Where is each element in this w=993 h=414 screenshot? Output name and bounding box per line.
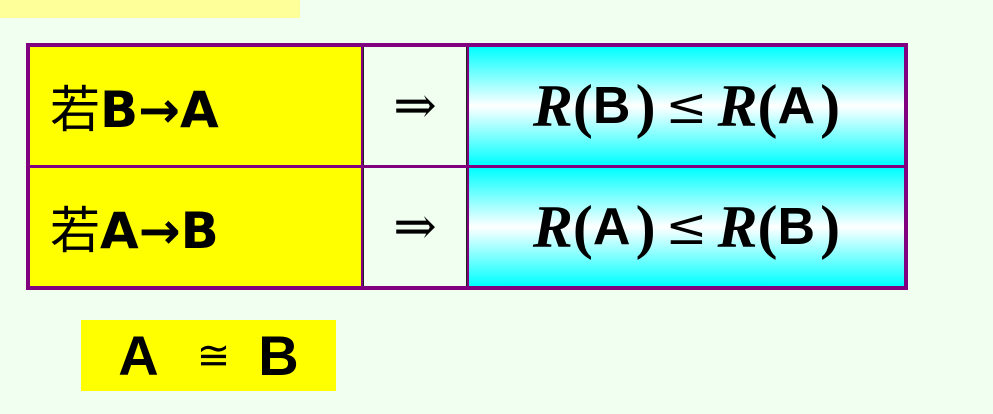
implies-symbol: ⇒	[393, 76, 437, 136]
condition-cell-row-1: 若B→A	[30, 47, 361, 165]
relation-symbol: ≤	[665, 77, 708, 135]
conclusion-left-var: A	[118, 324, 159, 387]
implies-cell-row-1: ⇒	[363, 47, 467, 165]
top-highlight-strip	[0, 0, 300, 18]
condition-to: A	[180, 81, 219, 139]
close-paren: )	[820, 193, 841, 260]
condition-text-row-2: 若A→B	[50, 191, 219, 263]
result-left-var: A	[592, 198, 631, 256]
result-cell-row-2: R(A )≤R(B )	[469, 168, 904, 286]
result-cell-row-1: R(B )≤R(A )	[469, 47, 904, 165]
condition-text-row-1: 若B→A	[50, 70, 219, 142]
condition-cell-row-2: 若A→B	[30, 168, 361, 286]
implies-cell-row-2: ⇒	[363, 168, 467, 286]
close-paren: )	[635, 193, 656, 260]
result-left-var: B	[592, 77, 631, 135]
implication-table: 若B→A ⇒ R(B )≤R(A ) 若A→B ⇒ R(A )≤R(B )	[26, 43, 908, 290]
condition-prefix: 若	[50, 81, 100, 139]
condition-to: B	[180, 202, 219, 260]
open-paren: (	[572, 193, 593, 260]
open-paren: (	[572, 72, 593, 139]
rank-function: R	[717, 72, 758, 139]
condition-arrow: →	[138, 202, 181, 260]
rank-function: R	[717, 193, 758, 260]
result-right-var: A	[777, 77, 816, 135]
open-paren: (	[757, 193, 778, 260]
isomorphic-symbol: ≅	[196, 332, 231, 379]
close-paren: )	[635, 72, 656, 139]
close-paren: )	[820, 72, 841, 139]
result-right-var: B	[777, 198, 816, 256]
rank-function: R	[532, 72, 573, 139]
conclusion-right-var: B	[258, 324, 299, 387]
open-paren: (	[757, 72, 778, 139]
rank-function: R	[532, 193, 573, 260]
condition-from: B	[100, 81, 139, 139]
implies-symbol: ⇒	[393, 197, 437, 257]
condition-prefix: 若	[50, 202, 100, 260]
isomorphism-conclusion: A ≅ B	[81, 320, 336, 391]
relation-symbol: ≤	[665, 198, 708, 256]
condition-arrow: →	[138, 81, 181, 139]
condition-from: A	[100, 202, 139, 260]
